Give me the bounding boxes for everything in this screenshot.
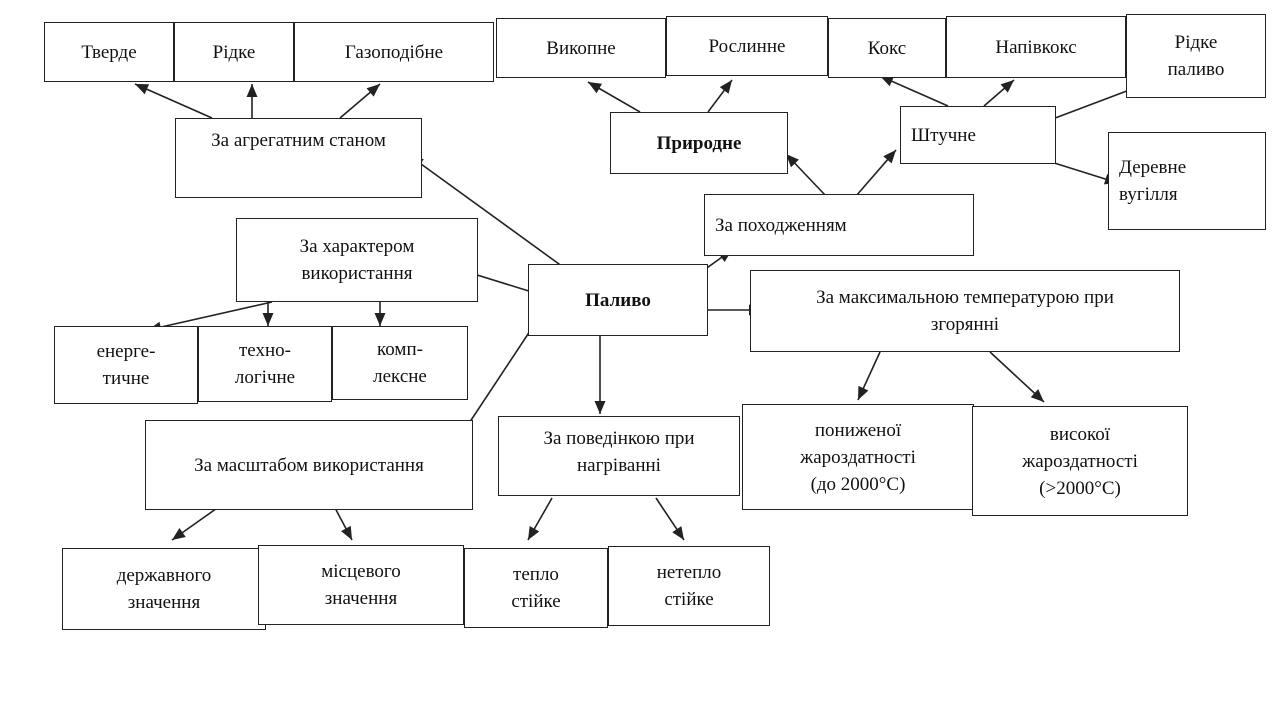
node-heat-resistant: тепло стійке [464,548,608,628]
arrow-artificial-to-semi [983,79,1015,107]
arrow-natural-to-plant [707,79,733,113]
node-plant: Рослинне [666,16,828,76]
node-natural: Природне [610,112,788,174]
node-fossil: Викопне [496,18,666,78]
arrow-heat-to-resistant [527,497,553,541]
node-complex: комп- лексне [332,326,468,400]
arrow-artificial-to-coke [879,75,949,107]
node-coke: Кокс [828,18,946,78]
arrow-origin-to-natural [785,153,827,197]
arrow-scale-to-state [171,505,221,541]
arrow-agg-to-liquid [246,84,258,118]
node-energy: енерге- тичне [54,326,198,404]
node-by-usage-scale: За масштабом використання [145,420,473,510]
node-non-heat-resistant: нетепло стійке [608,546,770,626]
node-fuel-root: Паливо [528,264,708,336]
node-by-aggregate-state: За агрегатним станом [175,118,422,198]
node-by-heating-behavior: За поведінкою при нагріванні [498,416,740,496]
node-liquid: Рідке [174,22,294,82]
arrow-usage-to-complex [374,302,386,326]
node-state-significance: державного значення [62,548,266,630]
node-by-origin: За походженням [704,194,974,256]
node-by-usage-character: За характером використання [236,218,478,302]
arrow-agg-to-gaseous [339,83,381,119]
arrow-temp-to-high [989,351,1045,403]
arrow-usage-to-tech [262,302,274,326]
node-technological: техно- логічне [198,326,332,402]
node-by-max-temperature: За максимальною температурою при згорянн… [750,270,1180,352]
arrow-temp-to-low [857,351,881,401]
node-semicoke: Напівкокс [946,16,1126,78]
arrow-agg-to-solid [134,83,213,119]
node-liquid-fuel: Рідке паливо [1126,14,1266,98]
arrow-heat-to-nonresist [655,497,685,541]
node-local-significance: місцевого значення [258,545,464,625]
node-low-heat-output: пониженої жароздатності (до 2000°С) [742,404,974,510]
arrow-scale-to-local [333,505,353,541]
arrow-natural-to-fossil [587,81,641,113]
node-solid: Тверде [44,22,174,82]
node-artificial: Штучне [900,106,1056,164]
node-high-heat-output: високої жароздатності (>2000°С) [972,406,1188,516]
node-charcoal: Деревне вугілля [1108,132,1266,230]
node-gaseous: Газоподібне [294,22,494,82]
arrow-root-to-heating [594,336,606,414]
arrow-origin-to-artificial [855,149,897,197]
